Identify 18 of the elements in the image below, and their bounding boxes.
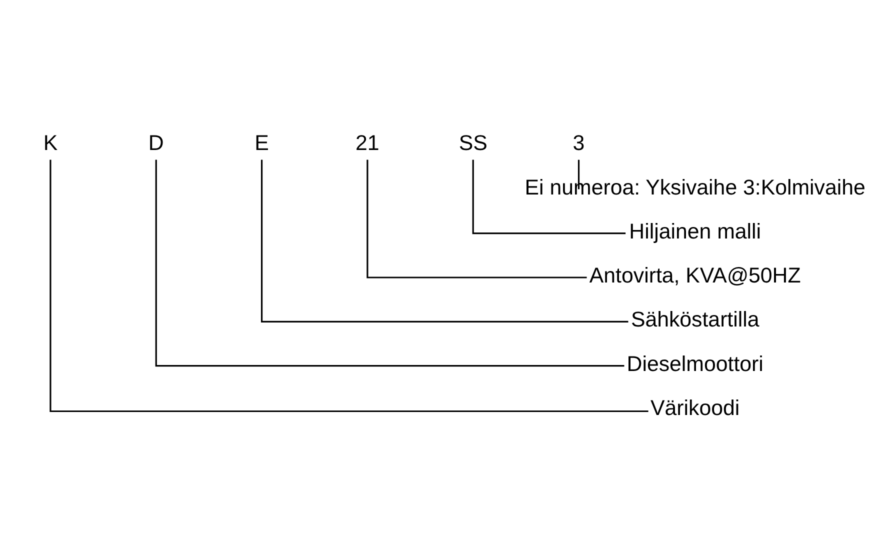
node-text: 3 xyxy=(572,131,584,156)
connector xyxy=(472,160,626,234)
connector xyxy=(577,160,580,190)
node-text: Ei numeroa: Yksivaihe 3:Kolmivaihe xyxy=(524,175,865,200)
connector xyxy=(49,160,648,412)
node-text: Dieselmoottori xyxy=(626,352,763,376)
node-text: D xyxy=(148,131,164,156)
connector xyxy=(260,160,628,322)
node-text: SS xyxy=(458,131,487,156)
connector xyxy=(154,160,624,367)
node-text: Värikoodi xyxy=(650,396,740,420)
node-text: Sähköstartilla xyxy=(630,308,759,332)
connector xyxy=(366,160,586,278)
node-text: Hiljainen malli xyxy=(628,219,761,244)
node-text: K xyxy=(42,131,58,156)
node-text: 21 xyxy=(355,131,379,156)
node-text: E xyxy=(254,131,268,156)
node-text: Antovirta, KVA@50HZ xyxy=(588,264,800,288)
